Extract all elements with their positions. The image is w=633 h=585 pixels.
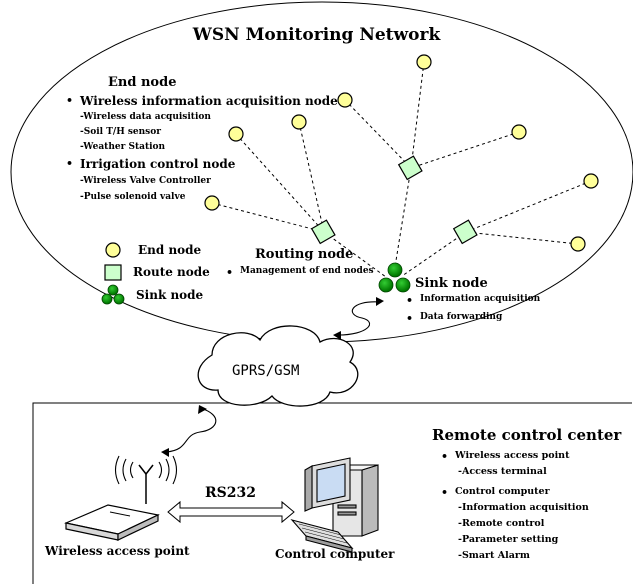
wireless-link-ap (161, 405, 217, 457)
remote-center-frame (32, 402, 632, 584)
end-node (416, 54, 432, 70)
gprs-gsm-label: GPRS/GSM (232, 363, 300, 379)
legend-end-node-label: End node (138, 243, 202, 257)
wireless-link-sink (333, 297, 384, 340)
route-node (452, 219, 478, 245)
end-group-item: -Soil T/H sensor (80, 127, 161, 137)
end-group-label: Wireless information acquisition node (66, 95, 338, 107)
sink-node-heading: Sink node (415, 276, 488, 291)
end-node (228, 126, 244, 142)
end-group-item: -Pulse solenoid valve (80, 192, 186, 202)
remote-group-item: -Smart Alarm (458, 550, 530, 561)
remote-center-heading: Remote control center (432, 426, 622, 444)
access-point-caption: Wireless access point (45, 544, 190, 558)
legend-route-node-icon (104, 264, 122, 281)
sink-node-item: Information acquisition (406, 295, 540, 307)
remote-group-item: -Access terminal (458, 466, 547, 477)
routing-node-item: Management of end nodes (226, 267, 374, 279)
end-node (291, 114, 307, 130)
end-node (511, 124, 527, 140)
rs232-label: RS232 (205, 485, 256, 501)
end-node (583, 173, 599, 189)
legend-end-node-icon (105, 242, 121, 258)
network-title: WSN Monitoring Network (192, 25, 441, 45)
sink-node (378, 262, 411, 293)
legend-sink-node-icon (101, 284, 125, 305)
routing-node-heading: Routing node (255, 247, 354, 262)
legend-route-node-label: Route node (133, 265, 210, 279)
remote-group-item: -Information acquisition (458, 502, 589, 513)
remote-group-label: Wireless access point (441, 451, 570, 461)
wireless-access-point-device (64, 464, 160, 541)
end-group-label: Irrigation control node (66, 158, 235, 170)
route-node (310, 219, 336, 245)
gprs-cloud (197, 325, 359, 407)
remote-group-label: Control computer (441, 487, 550, 497)
route-node (397, 155, 423, 181)
remote-group-item: -Remote control (458, 518, 545, 529)
sink-node-item: Data forwarding (406, 313, 502, 325)
end-node (337, 92, 353, 108)
radio-wave-icon (114, 455, 178, 485)
end-node (204, 195, 220, 211)
end-node (570, 236, 586, 252)
control-computer-device (290, 457, 379, 553)
network-boundary (10, 1, 633, 343)
remote-group-item: -Parameter setting (458, 534, 559, 545)
rs232-link-arrow (167, 500, 295, 524)
end-node-heading: End node (108, 75, 177, 90)
control-computer-caption: Control computer (275, 547, 395, 561)
network-links (211, 61, 592, 278)
end-group-item: -Weather Station (80, 142, 166, 152)
end-group-item: -Wireless Valve Controller (80, 176, 211, 186)
end-group-item: -Wireless data acquisition (80, 112, 211, 122)
legend-sink-node-label: Sink node (136, 288, 204, 302)
